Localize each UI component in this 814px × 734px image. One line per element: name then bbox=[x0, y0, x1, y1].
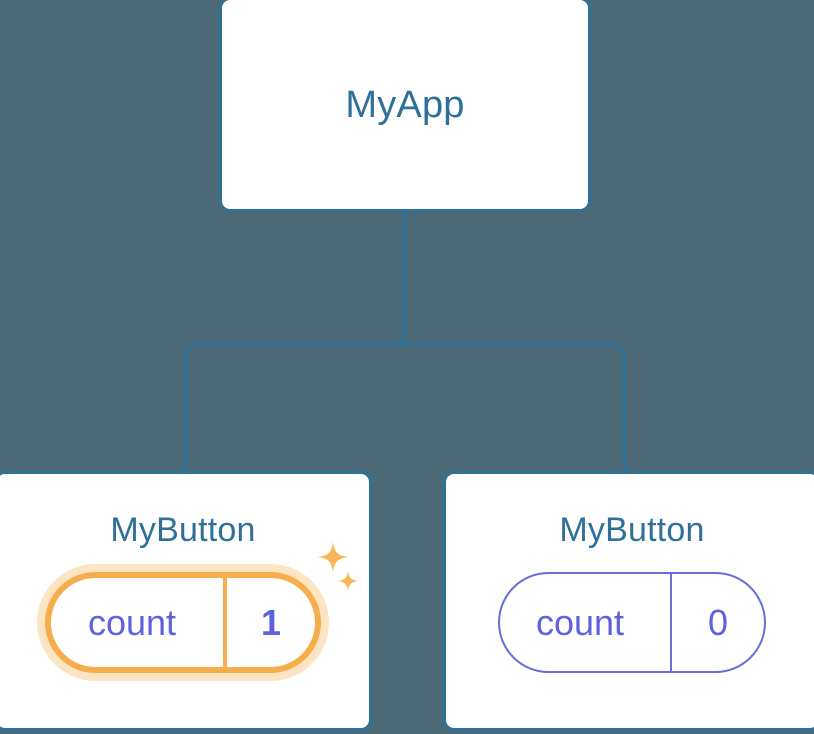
sparkle-large-icon bbox=[318, 542, 348, 572]
edge-to-left-child bbox=[183, 341, 405, 472]
node-mybutton-right[interactable]: MyButton count 0 bbox=[443, 471, 814, 731]
state-value-label-right: 0 bbox=[707, 601, 729, 643]
node-mybutton-left-title: MyButton bbox=[110, 511, 256, 549]
node-myapp[interactable]: MyApp bbox=[219, 0, 591, 212]
state-value-label-left: 1 bbox=[260, 601, 282, 643]
edge-to-right-child bbox=[404, 341, 627, 472]
state-key-label-right: count bbox=[535, 601, 625, 643]
sparkle-small-icon bbox=[338, 571, 358, 591]
state-chip-count-highlighted[interactable]: count 1 bbox=[45, 572, 321, 673]
node-mybutton-right-title: MyButton bbox=[559, 511, 705, 549]
state-chip-wrapper-right: count 0 bbox=[498, 572, 766, 673]
sparkle-group bbox=[318, 542, 358, 591]
node-myapp-title: MyApp bbox=[345, 83, 465, 126]
state-value-cell-right: 0 bbox=[672, 574, 764, 671]
state-chip-wrapper-left: count 1 bbox=[45, 542, 358, 673]
node-mybutton-left[interactable]: MyButton count 1 bbox=[0, 471, 372, 731]
state-key-cell-right: count bbox=[500, 574, 672, 671]
state-chip-count[interactable]: count 0 bbox=[498, 572, 766, 673]
state-key-label-left: count bbox=[87, 601, 177, 643]
state-key-cell-left: count bbox=[51, 578, 227, 667]
state-value-cell-left: 1 bbox=[227, 578, 315, 667]
